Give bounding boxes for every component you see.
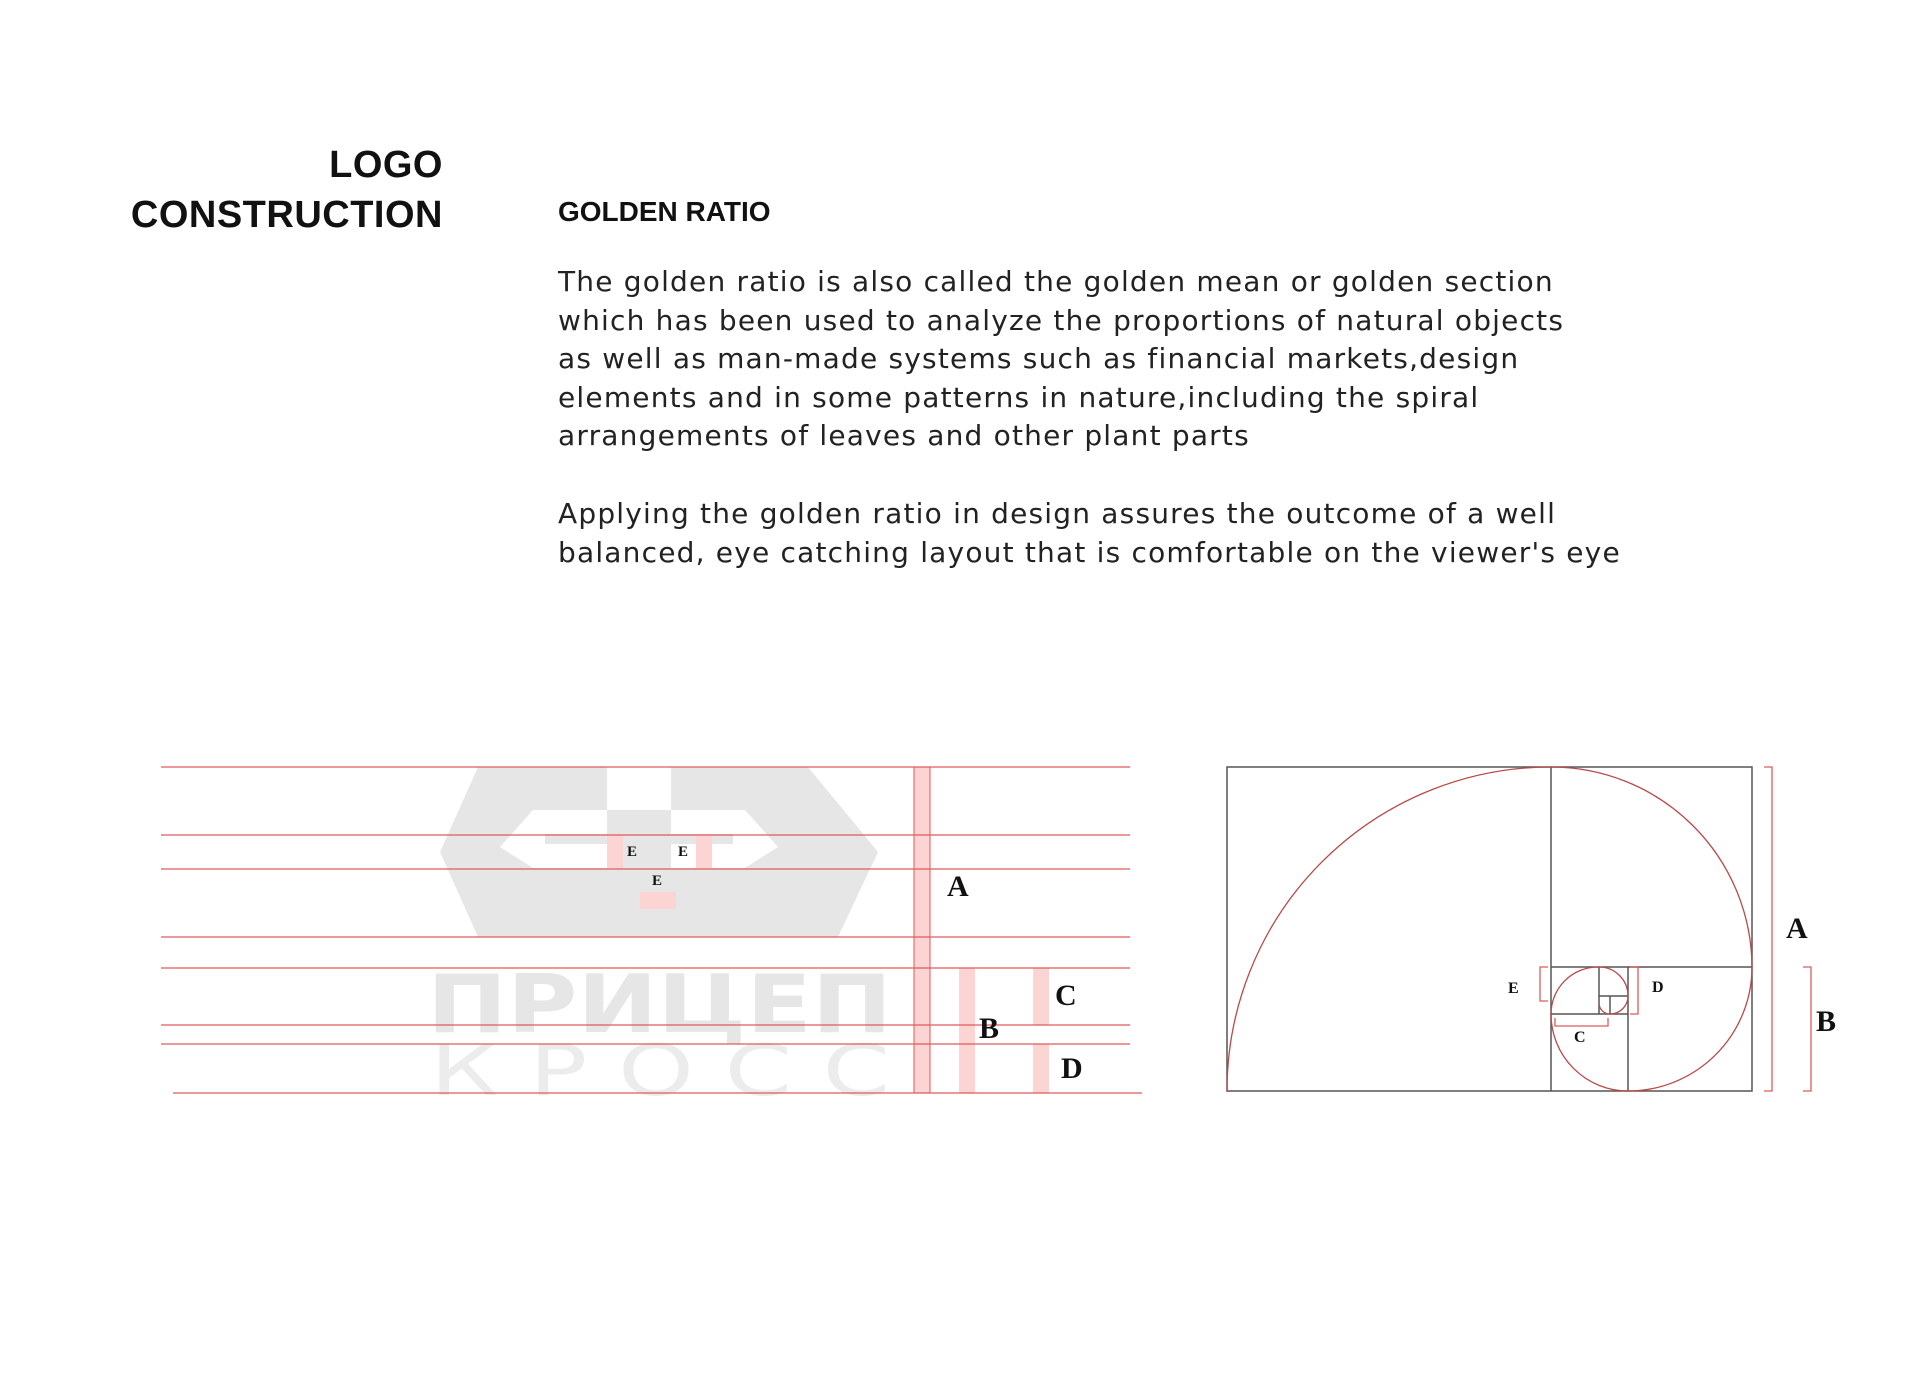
logo-cutout <box>671 810 733 834</box>
bracket-c <box>1554 1018 1609 1027</box>
grid-label-d: D <box>1061 1052 1083 1085</box>
column-c-bar <box>1033 968 1049 1025</box>
dimension-brackets <box>1539 766 1812 1092</box>
e-marker <box>607 834 623 868</box>
logo-mark <box>440 767 878 937</box>
bracket-e <box>1539 966 1548 1002</box>
golden-ratio-heading: GOLDEN RATIO <box>558 196 771 227</box>
column-b-bar <box>959 968 975 1093</box>
section-title: LOGO CONSTRUCTION <box>0 140 443 240</box>
golden-rectangles <box>1226 766 1753 1092</box>
bracket-d <box>1630 966 1639 1015</box>
description-paragraph-1: The golden ratio is also called the gold… <box>558 263 1738 456</box>
paragraph-line: elements and in some patterns in nature,… <box>558 380 1480 414</box>
spiral-label-a: A <box>1786 912 1808 945</box>
grid-label-c: C <box>1055 979 1077 1012</box>
logo-cutout <box>545 810 607 834</box>
spiral-label-d: D <box>1652 979 1664 996</box>
outer-rectangle <box>1226 766 1753 1092</box>
section-title-line-2: CONSTRUCTION <box>130 194 443 237</box>
logo-hexagon-shape <box>440 767 878 937</box>
grid-label-a: A <box>947 870 969 903</box>
paragraph-line: balanced, eye catching layout that is co… <box>558 535 1621 569</box>
description-paragraph-2: Applying the golden ratio in design assu… <box>558 495 1738 572</box>
spiral-label-e: E <box>1508 980 1519 997</box>
grid-label-b: B <box>979 1012 999 1045</box>
bracket-b <box>1803 966 1812 1092</box>
paragraph-line: which has been used to analyze the propo… <box>558 303 1565 337</box>
logo-wordmark-bottom: К Р О С С <box>430 1030 890 1112</box>
bracket-a <box>1764 766 1773 1092</box>
spiral-label-b: B <box>1816 1005 1836 1038</box>
paragraph-line: arrangements of leaves and other plant p… <box>558 419 1250 453</box>
golden-spiral-curve <box>1226 766 1753 1092</box>
horizontal-guides <box>161 766 1142 1094</box>
golden-spiral-diagram: A B E D C <box>1226 766 1836 1092</box>
e-marker <box>640 892 676 909</box>
paragraph-line: The golden ratio is also called the gold… <box>558 265 1554 298</box>
paragraph-line: Applying the golden ratio in design assu… <box>558 497 1557 530</box>
logo-center-gap <box>607 767 671 810</box>
logo-grid-diagram: E E E ПРИЦЕП К Р О С С A B C D <box>161 766 1142 1112</box>
grid-label-e: E <box>678 844 688 860</box>
e-marker <box>696 834 712 868</box>
logo-wordmark-top: ПРИЦЕП <box>427 958 892 1051</box>
spiral-label-c: C <box>1574 1029 1586 1046</box>
logo-cutout <box>545 844 607 868</box>
paragraph-line: as well as man-made systems such as fina… <box>558 342 1520 376</box>
grid-label-e: E <box>652 873 662 889</box>
column-d-bar <box>1033 1044 1049 1093</box>
grid-label-e: E <box>627 844 637 860</box>
section-title-line-1: LOGO <box>329 144 443 186</box>
